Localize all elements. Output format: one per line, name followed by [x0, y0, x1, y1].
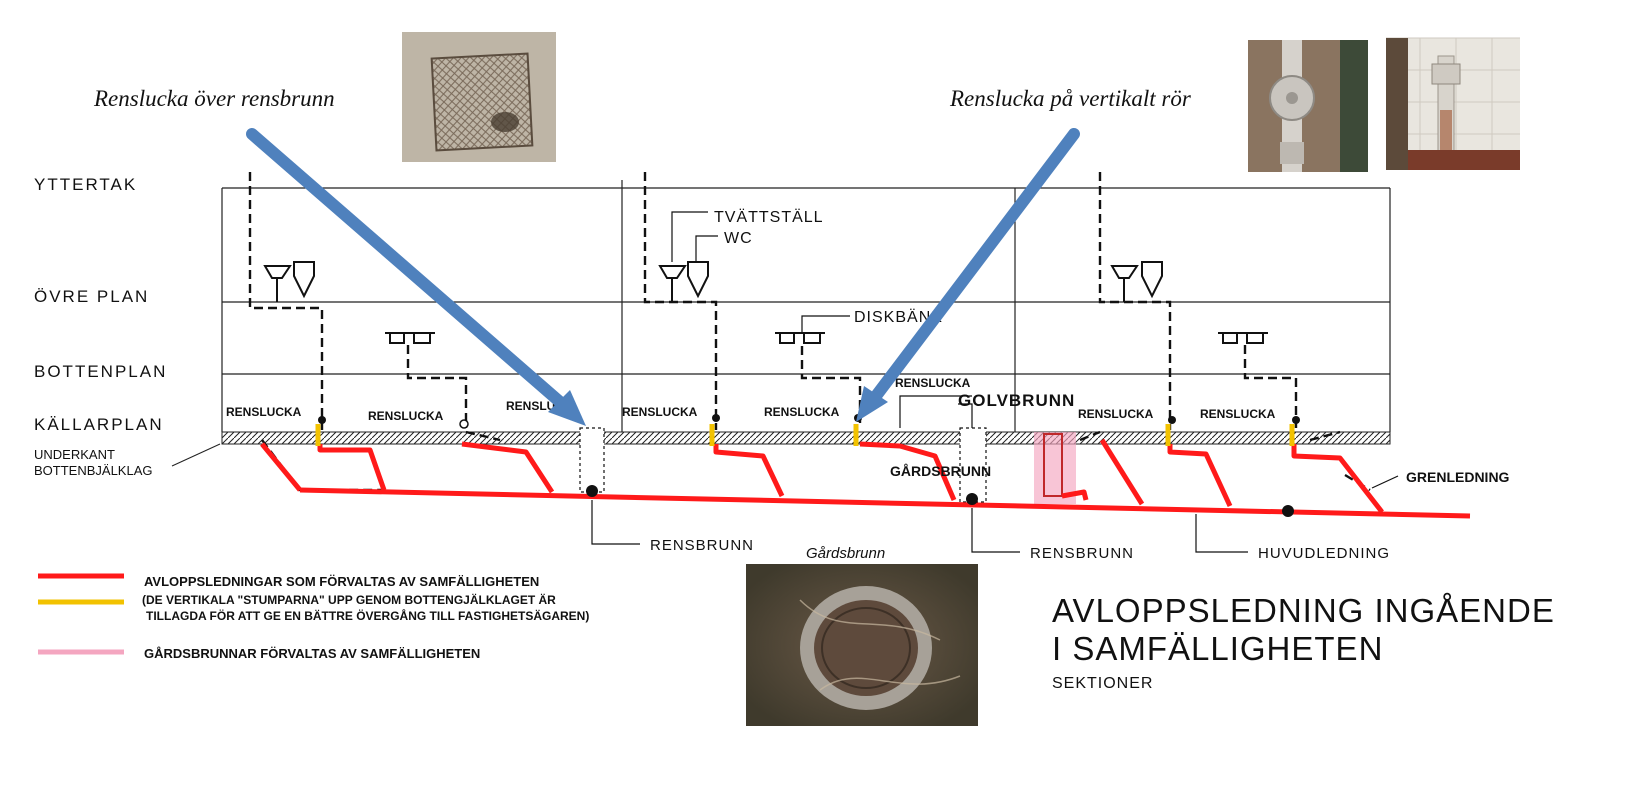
- underkant-leader: [171, 443, 221, 467]
- label-renslucka-4: RENSLUCKA: [622, 405, 698, 419]
- label-rensbrunn-2: RENSBRUNN: [1030, 545, 1134, 562]
- title-line-3: SEKTIONER: [1052, 675, 1153, 692]
- legend: AVLOPPSLEDNINGAR SOM FÖRVALTAS AV SAMFÄL…: [38, 573, 589, 661]
- label-renslucka-7: RENSLUCKA: [1078, 407, 1154, 421]
- label-grenledning: GRENLEDNING: [1406, 469, 1510, 485]
- building-pipes: [248, 172, 1371, 492]
- fixture-leaders: [671, 211, 850, 332]
- level-kallarplan: KÄLLARPLAN: [34, 415, 164, 434]
- kitchen-sink-icon: [385, 332, 435, 344]
- rensbrunn-well-1: [579, 427, 605, 493]
- label-wc: WC: [724, 230, 753, 247]
- vertical-pipe-photo-2: [1386, 37, 1520, 170]
- yellow-stubs: [315, 424, 1295, 446]
- washbasin-icon: [658, 265, 687, 302]
- gardsbrunn-caption: Gårdsbrunn: [806, 545, 885, 562]
- level-yttertak: YTTERTAK: [34, 175, 137, 194]
- legend-pink-text: GÅRDSBRUNNAR FÖRVALTAS AV SAMFÄLLIGHETEN: [144, 646, 480, 661]
- label-underkant: UNDERKANT: [34, 447, 115, 462]
- title-line-2: I SAMFÄLLIGHETEN: [1052, 630, 1383, 667]
- label-rensbrunn-1: RENSBRUNN: [650, 537, 754, 554]
- main-line-dots: [586, 485, 1294, 517]
- wc-icon: [687, 261, 709, 299]
- callout-left: Renslucka över rensbrunn: [93, 86, 335, 111]
- label-huvudledning: HUVUDLEDNING: [1258, 545, 1390, 562]
- wc-icon: [1141, 261, 1163, 299]
- fixtures: [263, 261, 1268, 344]
- grate-photo: [402, 32, 556, 162]
- label-renslucka-3: RENSLUC: [506, 399, 564, 413]
- legend-red-text: AVLOPPSLEDNINGAR SOM FÖRVALTAS AV SAMFÄL…: [144, 574, 539, 589]
- samfallighet-pipes: [260, 438, 1471, 519]
- label-renslucka-6: RENSLUCKA: [895, 376, 971, 390]
- label-renslucka-1: RENSLUCKA: [226, 405, 302, 419]
- building-frame: [221, 180, 1391, 432]
- label-renslucka-2: RENSLUCKA: [368, 409, 444, 423]
- label-tvattstall: TVÄTTSTÄLL: [714, 208, 824, 226]
- rensbrunn-well-2: [959, 427, 987, 503]
- callout-arrows: [246, 128, 1080, 426]
- vertical-pipe-photo-1: [1248, 40, 1368, 172]
- wc-icon: [293, 261, 315, 299]
- gardsbrunn-highlight: [1034, 432, 1076, 504]
- renslucka-leader-6: [899, 395, 973, 428]
- grenledning-leader: [1371, 475, 1399, 489]
- kitchen-sink-icon: [775, 332, 825, 344]
- level-bottenplan: BOTTENPLAN: [34, 362, 167, 381]
- title-line-1: AVLOPPSLEDNING INGÅENDE: [1052, 592, 1555, 629]
- legend-yellow-text-1: (DE VERTIKALA "STUMPARNA" UPP GENOM BOTT…: [142, 592, 556, 607]
- legend-yellow-text-2: TILLAGDA FÖR ATT GE EN BÄTTRE ÖVERGÅNG T…: [146, 608, 589, 623]
- label-bottenbjalklag: BOTTENBJÄLKLAG: [34, 463, 152, 478]
- bottom-leaders: [591, 500, 1248, 553]
- label-diskbank: DISKBÄNK: [854, 308, 943, 326]
- level-ovre-plan: ÖVRE PLAN: [34, 287, 149, 306]
- label-gardsbrunn: GÅRDSBRUNN: [890, 463, 991, 479]
- bottom-slab: [221, 431, 1391, 445]
- washbasin-icon: [1110, 265, 1139, 302]
- kitchen-sink-icon: [1218, 332, 1268, 344]
- label-golvbrunn: GOLVBRUNN: [958, 391, 1075, 410]
- manhole-cover-photo: [746, 564, 978, 726]
- label-renslucka-8: RENSLUCKA: [1200, 407, 1276, 421]
- label-renslucka-5: RENSLUCKA: [764, 405, 840, 419]
- washbasin-icon: [263, 265, 292, 302]
- callout-right: Renslucka på vertikalt rör: [949, 86, 1192, 111]
